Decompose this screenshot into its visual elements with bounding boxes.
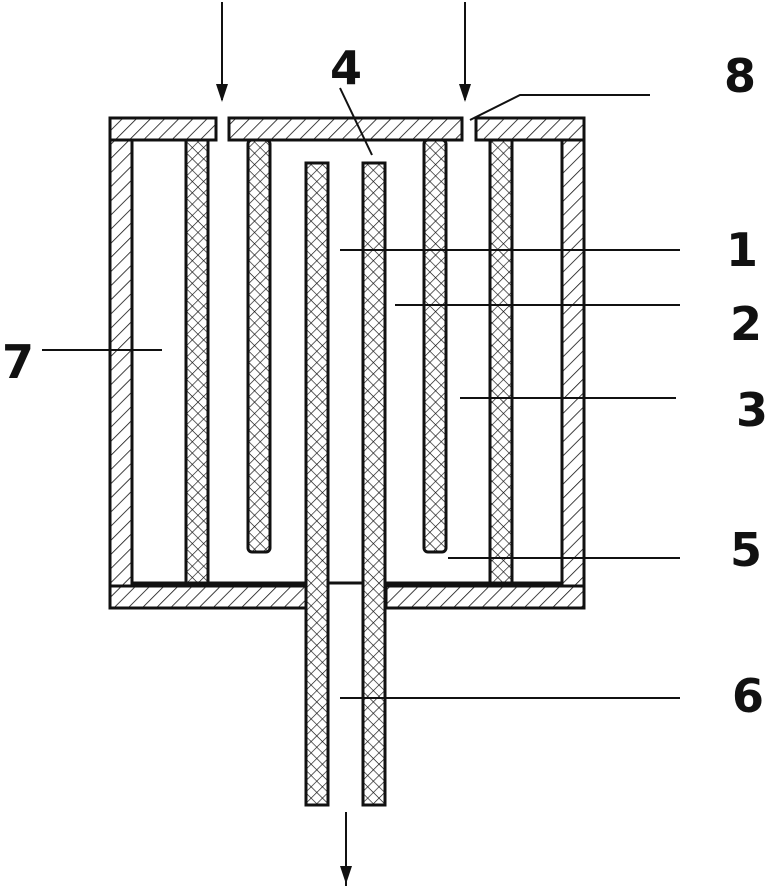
callout-5: 5 — [730, 523, 762, 577]
housing-bottom-right — [384, 584, 586, 610]
outlet-arrow-bottom — [340, 812, 352, 886]
leader-lines — [42, 87, 680, 699]
housing-right-wall — [560, 116, 586, 610]
callout-labels: 1 2 3 4 5 6 7 8 — [2, 41, 768, 723]
lid-center-plate — [227, 116, 464, 142]
top-lid — [108, 116, 586, 142]
center-tube-left — [304, 161, 330, 807]
housing-left-wall — [108, 116, 134, 610]
callout-4: 4 — [330, 41, 362, 95]
outer-housing — [108, 116, 586, 610]
callout-7: 7 — [2, 335, 34, 389]
inlet-arrow-left — [216, 2, 228, 102]
membrane-middle-right — [422, 138, 448, 554]
housing-bottom-left — [108, 584, 308, 610]
lid-right-plate — [474, 116, 586, 142]
leader-8 — [469, 94, 650, 121]
callout-3: 3 — [736, 383, 768, 437]
lid-left-plate — [108, 116, 218, 142]
inlet-arrow-right — [459, 2, 471, 102]
membrane-middle-left — [246, 138, 272, 554]
callout-1: 1 — [726, 223, 758, 277]
callout-2: 2 — [730, 297, 762, 351]
flow-arrows — [216, 2, 471, 886]
membrane-outer-right — [488, 138, 514, 585]
callout-6: 6 — [732, 669, 764, 723]
membrane-tubes — [184, 138, 514, 807]
center-tube-right — [361, 161, 387, 807]
membrane-outer-left — [184, 138, 210, 585]
leader-4 — [339, 87, 373, 156]
callout-8: 8 — [724, 49, 756, 103]
